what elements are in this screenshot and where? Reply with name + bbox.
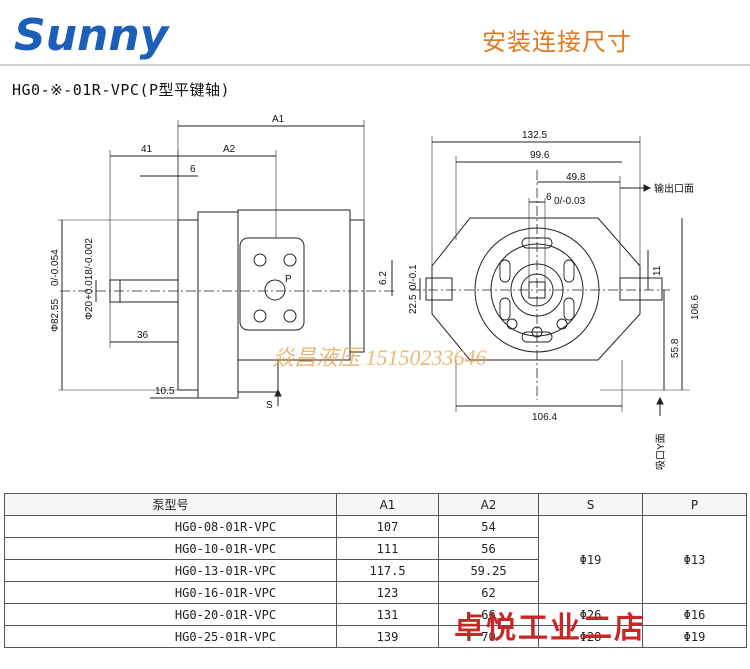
cell-s-group: Φ19 [538,515,643,604]
dim-a1: A1 [272,114,285,125]
dim-phi82: Φ82.55 [50,299,61,332]
cell-a1: 117.5 [336,559,439,582]
dim-22-5: 22.5 [408,294,419,314]
port-s-label: S [266,400,273,411]
dim-132-5: 132.5 [522,130,547,141]
dim-6-key-tol: 0/-0.03 [554,196,586,207]
dim-phi82-tol: 0/-0.054 [50,249,61,286]
dim-10-5: 10.5 [155,386,175,397]
cell-a2: 62 [438,581,539,604]
col-header-a1: A1 [336,493,439,516]
cell-model: HG0-13-01R-VPC [4,559,337,582]
dim-36: 36 [137,330,149,341]
dim-6-2: 6.2 [378,271,389,285]
table-row: HG0-13-01R-VPC 117.5 59.25 [4,559,747,582]
dim-6: 6 [190,164,196,175]
watermark-phone: 焱昌液压 15150233646 [272,345,487,370]
spec-table: 泵型号 A1 A2 S P HG0-08-01R-VPC 107 54 Φ19 … [4,493,747,648]
port-p-label: P [285,274,292,285]
outlet-face-label: 输出口面 [654,182,694,195]
dim-99-6: 99.6 [530,150,550,161]
cell-a1: 107 [336,515,439,538]
table-row: HG0-08-01R-VPC 107 54 Φ19 Φ13 [4,515,747,604]
cell-a2: 66 [438,603,539,626]
dim-41: 41 [141,144,153,155]
cell-model: HG0-25-01R-VPC [4,625,337,648]
dim-106-4: 106.4 [532,412,557,423]
cell-model: HG0-10-01R-VPC [4,537,337,560]
watermark-store: 卓悦工业二店 [454,611,646,646]
dim-49-8: 49.8 [566,172,586,183]
dimension-drawing: A1 A2 41 6 36 10.5 6.2 Φ82.55 0/-0.054 Φ… [50,114,701,470]
cell-p: Φ16 [642,603,747,626]
dim-phi20-tol: +0.018/-0.002 [84,238,95,300]
col-header-a2: A2 [438,493,539,516]
logo-text: Sunny [14,10,171,61]
cell-a1: 111 [336,537,439,560]
cell-a1: 123 [336,581,439,604]
table-row: HG0-25-01R-VPC 139 70 Φ28 Φ19 [4,625,747,648]
dim-phi20: Φ20 [84,300,95,320]
dim-55-8: 55.8 [670,338,681,358]
dim-106-6: 106.6 [690,295,701,320]
cell-model: HG0-08-01R-VPC [4,515,337,538]
col-header-p: P [642,493,747,516]
table-row: HG0-20-01R-VPC 131 66 Φ26 Φ16 [4,603,747,626]
col-header-model: 泵型号 [4,493,337,516]
cell-a2: 56 [438,537,539,560]
cell-s: Φ28 [538,625,643,648]
cell-p-group: Φ13 [642,515,747,604]
dim-22-5-tol: 0/-0.1 [408,264,419,290]
cell-p: Φ19 [642,625,747,648]
header-divider [0,64,750,66]
model-title: HG0-※-01R-VPC(P型平键轴) [12,81,231,99]
cell-s: Φ26 [538,603,643,626]
cell-model: HG0-16-01R-VPC [4,581,337,604]
dim-a2: A2 [223,144,236,155]
cell-a2: 59.25 [438,559,539,582]
dim-11: 11 [652,265,663,276]
page-title: 安装连接尺寸 [482,28,632,56]
inlet-face-label: 吸口Y面 [656,433,667,470]
cell-a1: 139 [336,625,439,648]
cell-a1: 131 [336,603,439,626]
cell-a2: 54 [438,515,539,538]
sunny-logo: Sunny [14,10,171,61]
cell-model: HG0-20-01R-VPC [4,603,337,626]
dim-6-key: 6 [546,192,552,203]
col-header-s: S [538,493,643,516]
table-header-row: 泵型号 A1 A2 S P [4,493,747,516]
